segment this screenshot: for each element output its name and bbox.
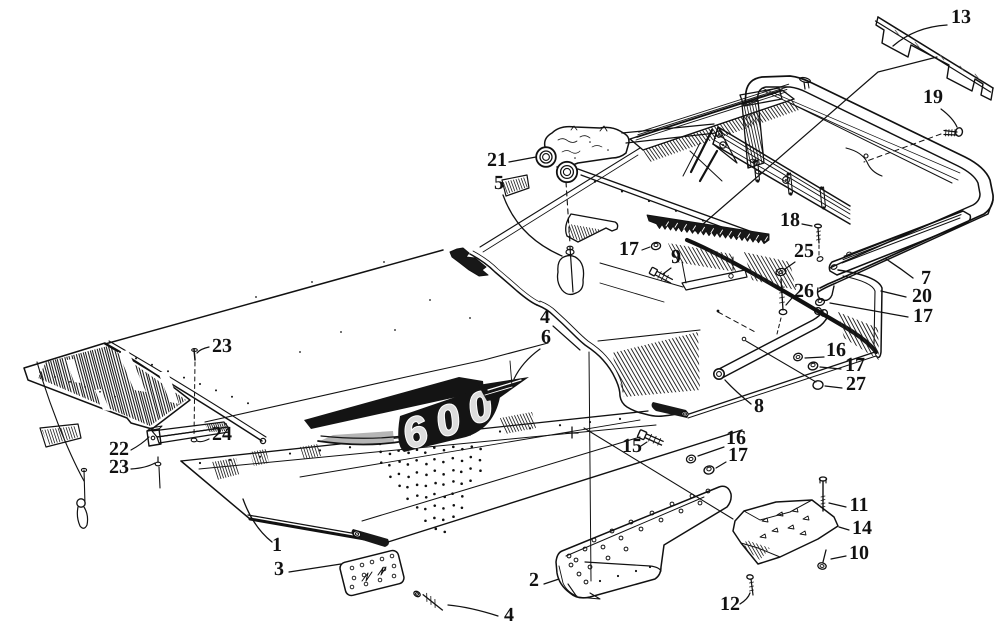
svg-text:17: 17	[845, 354, 865, 376]
svg-text:18: 18	[780, 209, 800, 231]
svg-text:22: 22	[109, 438, 129, 460]
svg-text:11: 11	[850, 494, 869, 516]
svg-text:25: 25	[794, 240, 814, 262]
svg-text:3: 3	[274, 558, 284, 580]
svg-text:24: 24	[212, 423, 232, 445]
svg-text:23: 23	[212, 335, 232, 357]
svg-text:23: 23	[109, 456, 129, 478]
svg-text:13: 13	[951, 6, 971, 28]
svg-text:19: 19	[923, 86, 943, 108]
svg-text:1: 1	[272, 534, 282, 556]
svg-text:4: 4	[540, 306, 550, 328]
svg-text:8: 8	[754, 395, 764, 417]
svg-text:17: 17	[913, 305, 933, 327]
svg-text:27: 27	[846, 373, 866, 395]
svg-text:5: 5	[494, 172, 504, 194]
svg-text:21: 21	[487, 149, 507, 171]
svg-text:14: 14	[852, 517, 872, 539]
svg-text:10: 10	[849, 542, 869, 564]
svg-text:20: 20	[912, 285, 932, 307]
svg-text:4: 4	[504, 604, 514, 626]
svg-text:12: 12	[720, 593, 740, 615]
svg-text:16: 16	[826, 339, 846, 361]
svg-text:7: 7	[921, 267, 931, 289]
svg-text:26: 26	[794, 280, 814, 302]
svg-text:9: 9	[671, 246, 681, 268]
svg-text:15: 15	[622, 435, 642, 457]
svg-text:16: 16	[726, 427, 746, 449]
svg-text:6: 6	[541, 326, 551, 348]
svg-text:17: 17	[619, 238, 639, 260]
svg-text:17: 17	[728, 444, 748, 466]
svg-text:2: 2	[529, 569, 539, 591]
